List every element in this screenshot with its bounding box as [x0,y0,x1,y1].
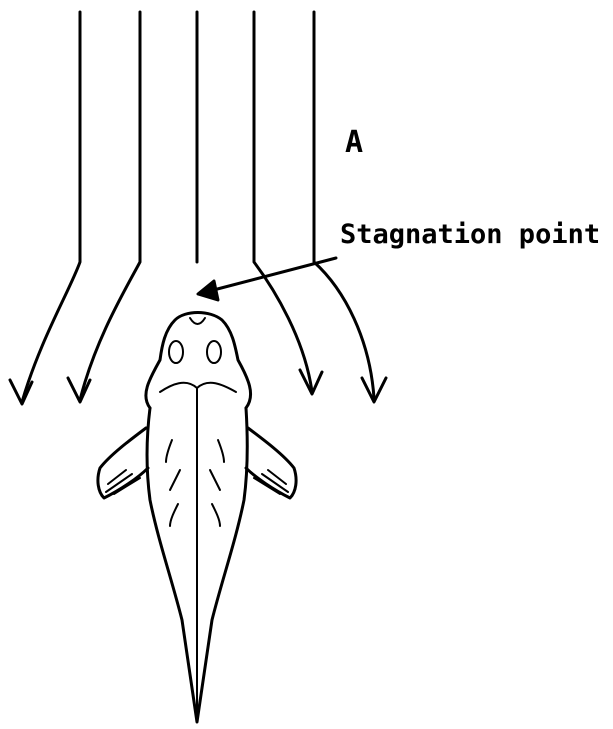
arrowhead-icon [360,376,388,404]
streamlines [8,10,388,406]
left-fin [96,426,150,500]
fish-body [145,406,249,724]
right-fin [244,426,298,500]
streamline-outer-right [312,10,388,404]
stagnation-arrow [196,256,338,302]
arrowhead-icon [8,378,34,406]
arrowhead-icon [66,376,92,404]
fish-head [144,311,252,410]
panel-label: A [345,125,363,160]
right-eye [206,340,222,364]
fish-icon [96,311,298,724]
streamline-inner-right [252,10,324,396]
left-eye [168,340,184,364]
arrowhead-icon [298,368,324,396]
arrowhead-icon [196,279,220,302]
streamline-outer-left [8,10,82,406]
stagnation-point-label: Stagnation point [340,219,600,250]
streamline-inner-left [66,10,142,404]
